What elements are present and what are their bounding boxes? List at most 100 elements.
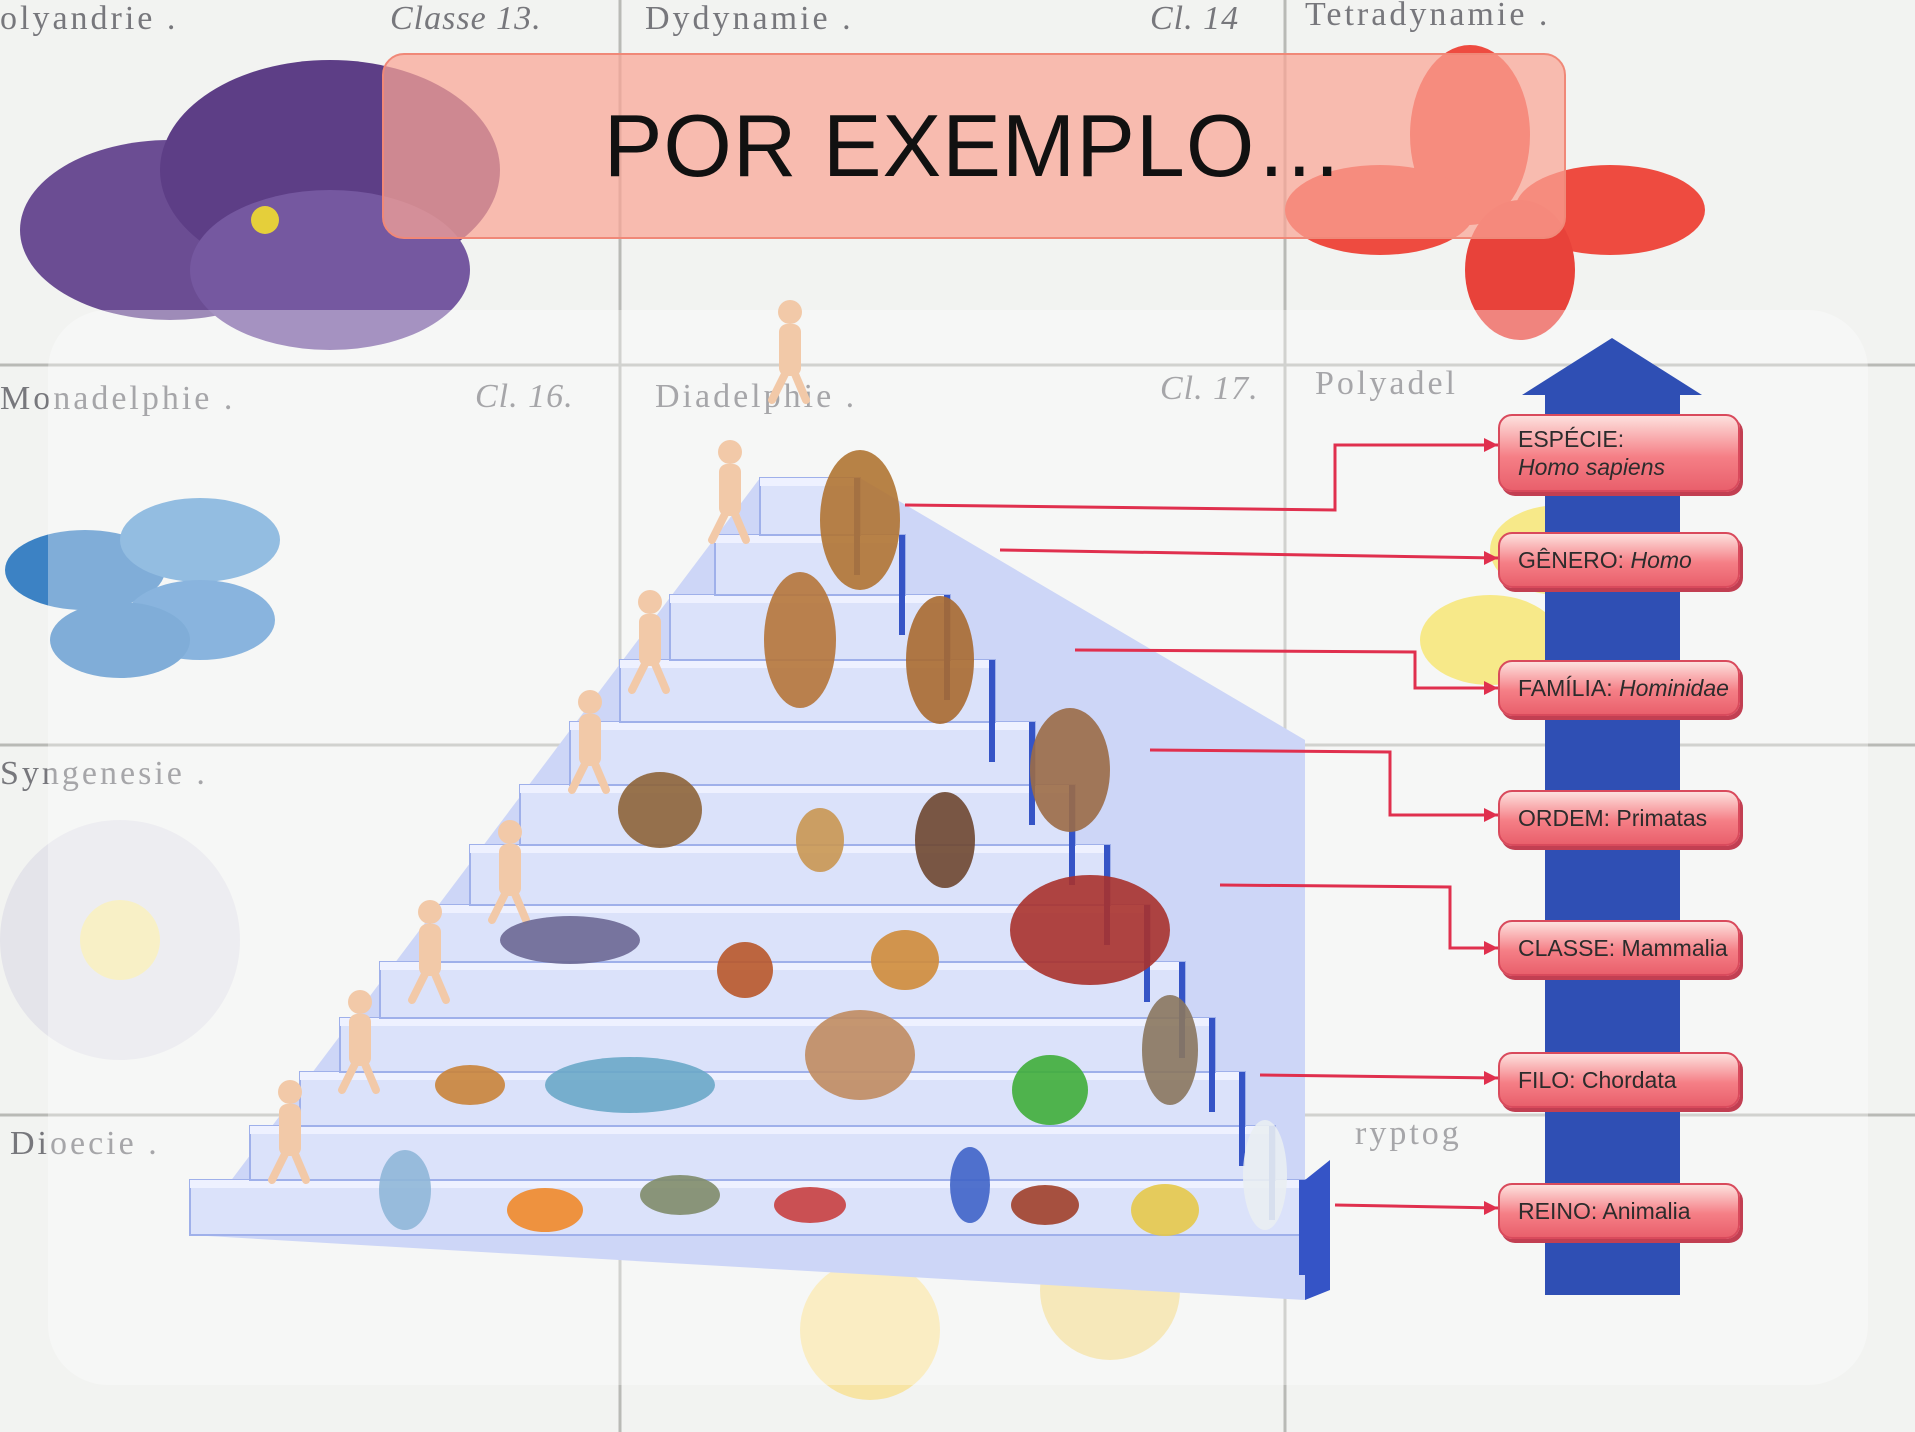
slide-title: POR EXEMPLO… bbox=[603, 96, 1345, 195]
rank-box-especie: ESPÉCIE: Homo sapiens bbox=[1498, 414, 1740, 492]
kangaroo-figure bbox=[805, 1010, 915, 1100]
daisy-illustration bbox=[0, 820, 240, 1060]
jellyfish-figure bbox=[379, 1150, 431, 1230]
connector-arrowhead bbox=[1484, 551, 1498, 565]
stair-tread bbox=[190, 1180, 1305, 1188]
stair-tread bbox=[430, 905, 1150, 913]
connector-arrowhead bbox=[1484, 438, 1498, 452]
rank-box-genero: GÊNERO: Homo bbox=[1498, 532, 1740, 588]
title-box: POR EXEMPLO… bbox=[382, 53, 1566, 239]
horse-figure bbox=[1010, 875, 1170, 985]
plate-label: Dydynamie . bbox=[645, 0, 854, 37]
human-figure bbox=[338, 990, 380, 1094]
rank-label: FILO: bbox=[1518, 1067, 1576, 1093]
connector-arrowhead bbox=[1484, 1071, 1498, 1085]
hominid-figure bbox=[764, 572, 836, 708]
connector-arrowhead bbox=[1484, 941, 1498, 955]
starfish-figure bbox=[507, 1188, 583, 1232]
animal-figures bbox=[268, 300, 1287, 1236]
connector-lines bbox=[904, 438, 1499, 1215]
plate-label: Syngenesie . bbox=[0, 755, 208, 792]
stair-tread bbox=[570, 722, 1035, 730]
connector-line bbox=[1149, 748, 1498, 817]
heron-figure bbox=[1243, 1120, 1287, 1230]
human-figure bbox=[488, 820, 530, 924]
spider-figure bbox=[774, 1187, 846, 1223]
stair-tread bbox=[715, 535, 905, 543]
staircase bbox=[189, 477, 1330, 1300]
human-figure bbox=[568, 690, 610, 794]
blue-flower-illustration bbox=[5, 498, 280, 678]
stair-step bbox=[189, 1179, 1306, 1236]
ostrich-figure bbox=[1142, 995, 1198, 1105]
stair-edge bbox=[1299, 1180, 1305, 1275]
frog-figure bbox=[1131, 1184, 1199, 1236]
connector-line bbox=[1259, 1073, 1499, 1080]
rank-name: Mammalia bbox=[1621, 935, 1728, 961]
human-figure bbox=[628, 590, 670, 694]
frog-figure bbox=[1012, 1055, 1088, 1125]
human-figure bbox=[268, 1080, 310, 1184]
plate-label: Cl. 16. bbox=[475, 378, 574, 415]
rank-label: REINO: bbox=[1518, 1198, 1598, 1224]
human-figure bbox=[708, 440, 750, 544]
rank-name: Primatas bbox=[1616, 805, 1708, 831]
hominid-figure bbox=[906, 596, 974, 724]
rank-name: Hominidae bbox=[1618, 675, 1729, 701]
rank-name: Chordata bbox=[1581, 1067, 1677, 1093]
stair-tread bbox=[760, 478, 860, 486]
rank-label: GÊNERO: bbox=[1518, 547, 1625, 573]
stair-tread bbox=[250, 1126, 1275, 1134]
plate-label: Polyadel bbox=[1315, 365, 1458, 402]
stair-tread bbox=[380, 962, 1185, 970]
arrow-head bbox=[1522, 338, 1702, 395]
rank-box-filo: FILO: Chordata bbox=[1498, 1052, 1740, 1108]
stair-edge bbox=[989, 660, 995, 762]
plate-label: Dioecie . bbox=[10, 1125, 160, 1162]
connector-line bbox=[904, 443, 1498, 512]
rank-label: ESPÉCIE: bbox=[1518, 426, 1625, 452]
staircase-side bbox=[1305, 1160, 1330, 1300]
connector-arrowhead bbox=[1484, 681, 1498, 695]
rank-box-familia: FAMÍLIA: Hominidae bbox=[1498, 660, 1740, 716]
coral-figure bbox=[950, 1147, 990, 1223]
stair-tread bbox=[300, 1072, 1245, 1080]
plate-label: Classe 13. bbox=[390, 0, 542, 37]
connector-line bbox=[1334, 1203, 1499, 1210]
rank-name: Animalia bbox=[1602, 1198, 1691, 1224]
connector-arrowhead bbox=[1484, 808, 1498, 822]
stair-edge bbox=[1069, 785, 1075, 885]
stair-tread bbox=[520, 785, 1075, 793]
scorpion-figure bbox=[1011, 1185, 1079, 1225]
stair-edge bbox=[1239, 1072, 1245, 1166]
rank-label: ORDEM: bbox=[1518, 805, 1610, 831]
rank-label: FAMÍLIA: bbox=[1518, 675, 1613, 701]
rank-box-ordem: ORDEM: Primatas bbox=[1498, 790, 1740, 846]
squirrel-figure bbox=[717, 942, 773, 998]
fish-figure bbox=[435, 1065, 505, 1105]
stair-step bbox=[339, 1017, 1216, 1073]
plate-label: Cl. 14 bbox=[1150, 0, 1240, 37]
chimpanzee-figure bbox=[915, 792, 975, 888]
connector-line bbox=[1219, 883, 1498, 950]
baboon-figure bbox=[618, 772, 702, 848]
plate-label: Tetradynamie . bbox=[1305, 0, 1551, 33]
monkey-figure bbox=[871, 930, 939, 990]
plate-label: olyandrie . bbox=[0, 0, 179, 37]
stair-edge bbox=[899, 535, 905, 635]
hominid-figure bbox=[820, 450, 900, 590]
human-figure bbox=[408, 900, 450, 1004]
stair-step bbox=[469, 844, 1111, 906]
rank-label: CLASSE: bbox=[1518, 935, 1616, 961]
dolphin-figure bbox=[500, 916, 640, 964]
monkey-figure bbox=[796, 808, 844, 872]
connector-arrowhead bbox=[1484, 1201, 1498, 1215]
gorilla-figure bbox=[1030, 708, 1110, 832]
plate-label: ryptog bbox=[1355, 1115, 1462, 1152]
stair-step bbox=[569, 721, 1036, 786]
rank-box-classe: CLASSE: Mammalia bbox=[1498, 920, 1740, 976]
rank-name: Homo bbox=[1630, 547, 1692, 573]
connector-line bbox=[1074, 648, 1498, 690]
rank-box-reino: REINO: Animalia bbox=[1498, 1183, 1740, 1239]
stair-edge bbox=[1209, 1018, 1215, 1112]
